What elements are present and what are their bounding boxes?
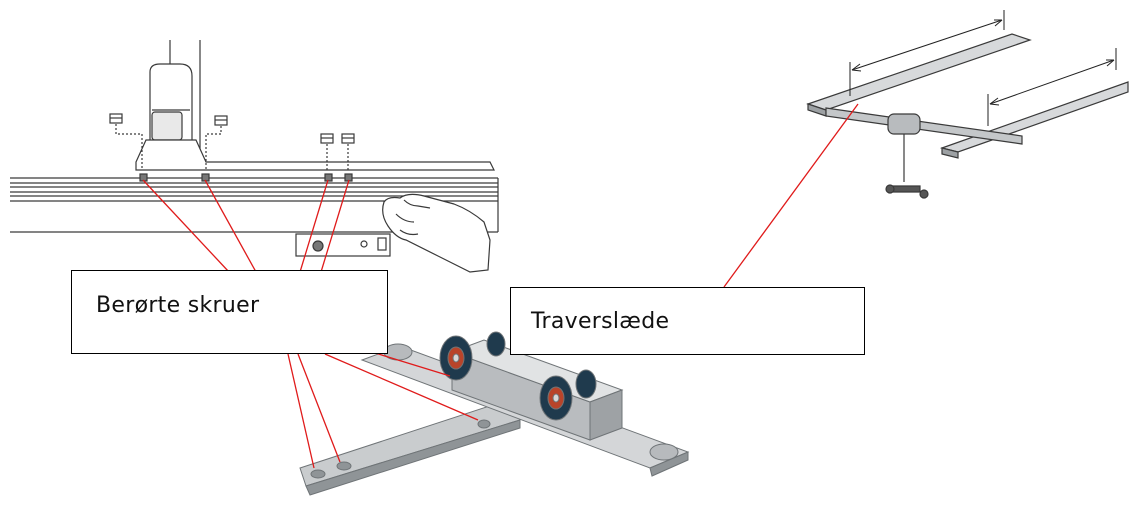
hand-icon [382, 193, 491, 273]
callout-traverse-trolley: Traverslæde [510, 287, 865, 355]
leader-line-screw-3 [299, 179, 329, 273]
leader-lines [142, 103, 859, 469]
callout-affected-screws-label: Berørte skruer [96, 293, 260, 318]
trolley-wheel-front [439, 335, 473, 381]
rail-mount-bracket-icon [10, 40, 499, 257]
leader-line-trolley-bolt-4 [371, 351, 451, 377]
callout-traverse-trolley-label: Traverslæde [531, 308, 670, 334]
callout-affected-screws: Berørte skruer [71, 270, 388, 354]
leader-line-screw-2 [204, 179, 257, 273]
leader-line-traverse [723, 103, 859, 288]
leader-line-trolley-bolt-2 [297, 353, 341, 463]
leader-line-trolley-bolt-1 [287, 353, 315, 469]
leader-line-trolley-bolt-3 [324, 353, 479, 421]
trolley-wheel-rear [539, 375, 573, 421]
ceiling-rail-system-icon [806, 10, 1129, 199]
trolley-carriage-icon [299, 331, 690, 496]
leader-line-screw-1 [142, 179, 230, 273]
leader-line-screw-4 [320, 179, 350, 273]
